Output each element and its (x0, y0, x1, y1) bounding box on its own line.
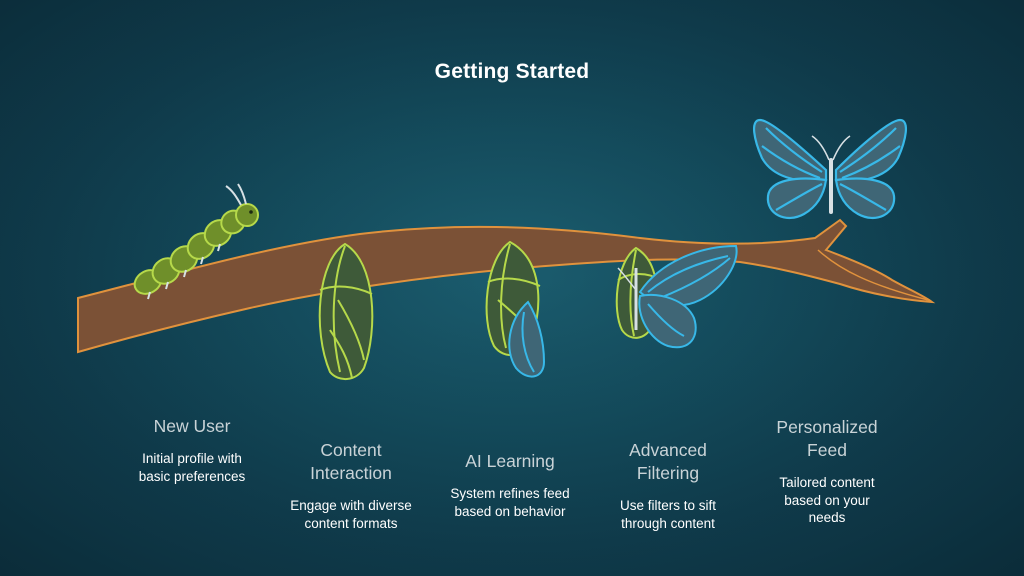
emerging-butterfly-icon (615, 244, 738, 349)
stage-personalized-feed: Personalized Feed Tailored content based… (742, 416, 912, 527)
stage-description: Initial profile with basic preferences (138, 451, 246, 484)
stage-title: New User (153, 416, 231, 436)
stage-advanced-filtering: Advanced Filtering Use filters to sift t… (583, 439, 753, 532)
emerging-chrysalis-icon (485, 240, 546, 378)
stage-description: Use filters to sift through content (619, 498, 717, 531)
stage-title: Personalized Feed (776, 417, 878, 460)
stage-description: Engage with diverse content formats (290, 498, 412, 531)
stage-content-interaction: Content Interaction Engage with diverse … (266, 439, 436, 532)
butterfly-icon (753, 118, 907, 220)
stage-title: Content Interaction (310, 440, 392, 483)
stage-ai-learning: AI Learning System refines feed based on… (425, 450, 595, 520)
stage-title: Advanced Filtering (629, 440, 707, 483)
stage-title: AI Learning (465, 451, 555, 471)
page-title: Getting Started (434, 60, 590, 83)
caterpillar-icon (133, 183, 259, 300)
chrysalis-icon (318, 242, 374, 380)
stage-new-user: New User Initial profile with basic pref… (107, 415, 277, 485)
stage-description: System refines feed based on behavior (450, 486, 570, 519)
stage-description: Tailored content based on your needs (779, 475, 875, 525)
